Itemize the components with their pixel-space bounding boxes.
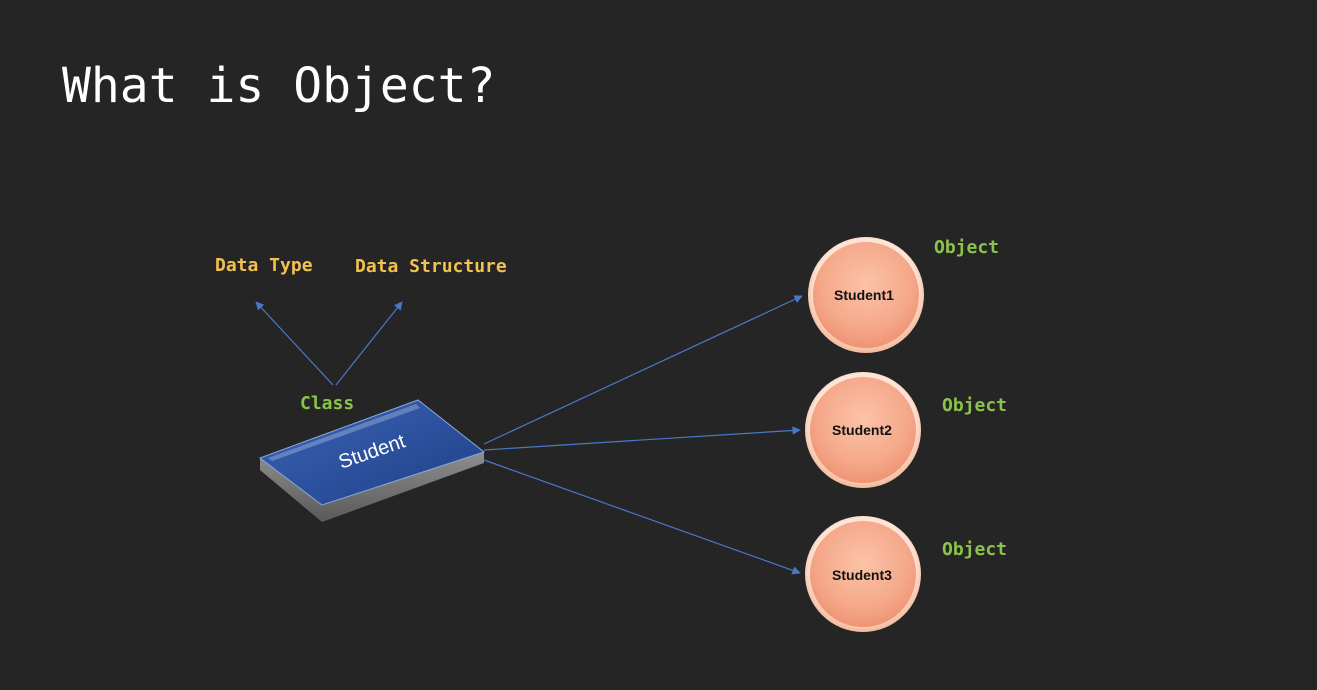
class-box: Student <box>258 399 486 522</box>
class-box-highlight <box>268 404 420 461</box>
object-circle <box>810 521 916 627</box>
arrow-to-student1 <box>483 295 803 445</box>
object-circle <box>810 377 916 483</box>
object-circle <box>813 242 919 348</box>
object-label: Object <box>942 539 1007 560</box>
object-label: Object <box>942 395 1007 416</box>
data-type-label: Data Type <box>215 255 313 276</box>
data-structure-label: Data Structure <box>355 256 507 277</box>
page-title: What is Object? <box>62 58 495 114</box>
class-label: Class <box>300 393 354 414</box>
class-box-front-edge <box>260 452 484 522</box>
arrow-to-data-type <box>255 301 334 386</box>
object-name: Student2 <box>832 422 892 438</box>
object-student3: Student3 <box>805 516 921 632</box>
object-label: Object <box>934 237 999 258</box>
object-name: Student1 <box>834 287 894 303</box>
object-student2: Student2 <box>805 372 921 488</box>
object-name: Student3 <box>832 567 892 583</box>
class-box-top <box>258 399 486 506</box>
object-student1: Student1 <box>808 237 924 353</box>
arrow-to-student2 <box>483 426 801 451</box>
arrow-to-data-structure <box>335 301 403 386</box>
arrow-to-student3 <box>483 459 801 575</box>
